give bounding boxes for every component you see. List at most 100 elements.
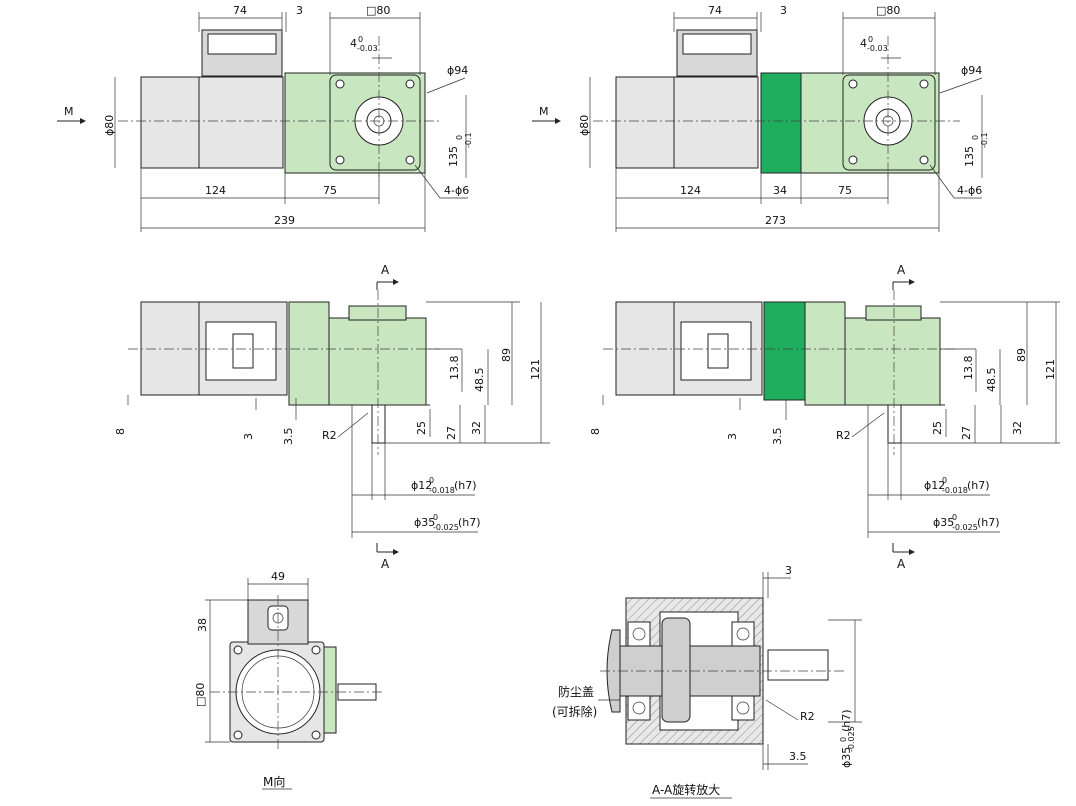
dim-label: ϕ94 [447, 64, 468, 77]
dim-label: ϕ94 [961, 64, 982, 77]
gear-housing-left [804, 301, 846, 406]
view-side-right: A A 8 3 3.5 R2 13.8 48.5 89 121 25 27 32… [589, 263, 1060, 571]
tol-lo: -0.018 [429, 486, 455, 495]
dim-label: 3 [242, 433, 255, 440]
dim-label: 32 [470, 421, 483, 435]
view-m-direction: 49 38 □80 M向 [194, 570, 385, 790]
dim-label: 124 [205, 184, 226, 197]
gear-housing-right [844, 317, 941, 406]
motor-rear [140, 76, 202, 169]
dim-label: 48.5 [985, 368, 998, 393]
dim-label: 124 [680, 184, 701, 197]
tol-up: 0 [429, 476, 434, 485]
dim-label: 3.5 [771, 428, 784, 446]
dim-label: 89 [500, 348, 513, 362]
dim-label: 121 [529, 359, 542, 380]
view-caption: M向 [263, 774, 285, 789]
shaft-extension [767, 649, 829, 681]
motor-rear [140, 301, 202, 396]
dim-label: (h7) [977, 516, 1000, 529]
dim-label: 3.5 [282, 428, 295, 446]
dim-label: (h7) [840, 709, 853, 732]
dim-label: □80 [366, 4, 390, 17]
dim-label: 74 [708, 4, 722, 17]
motor-rear [615, 76, 677, 169]
dim-label: M [64, 105, 74, 118]
dim-label: R2 [322, 429, 337, 442]
view-caption: A-A旋转放大 [652, 782, 720, 797]
section-label: A [381, 263, 390, 277]
dim-label: □80 [876, 4, 900, 17]
view-top-right: M 74 3 □80 4 0 -0.03 ϕ94 ϕ80 135 0 -0.1 … [532, 4, 989, 232]
section-label: A [897, 557, 906, 571]
motor-body [673, 76, 759, 169]
tol-lo: -0.1 [980, 132, 989, 148]
spacer-block [760, 72, 802, 174]
dim-label: 75 [838, 184, 852, 197]
dim-label: 89 [1015, 348, 1028, 362]
dim-label: ϕ80 [103, 115, 116, 136]
gear-wheel [661, 617, 691, 723]
dim-label: (h7) [454, 479, 477, 492]
dim-label: 48.5 [473, 368, 486, 393]
dim-label: 3 [296, 4, 303, 17]
output-shaft [371, 404, 386, 444]
dim-label: ϕ35 [414, 516, 435, 529]
dim-label: 239 [274, 214, 295, 227]
motor-body [198, 76, 284, 169]
dim-label: R2 [836, 429, 851, 442]
dim-label: R2 [800, 710, 815, 723]
dim-label: 27 [445, 426, 458, 440]
dim-label: 13.8 [448, 356, 461, 381]
dim-label: 27 [960, 426, 973, 440]
terminal-plug [232, 333, 254, 369]
terminal-cap [207, 33, 277, 55]
tol-lo: -0.025 [952, 523, 978, 532]
annotation: 防尘盖 [558, 684, 594, 699]
dim-label: (h7) [967, 479, 990, 492]
dim-label: ϕ80 [578, 115, 591, 136]
dim-label: 13.8 [962, 356, 975, 381]
dim-label: 8 [114, 428, 127, 435]
dim-label: 74 [233, 4, 247, 17]
dim-label: 3 [726, 433, 739, 440]
view-top-left: M 74 3 □80 4 0 -0.03 ϕ94 ϕ80 135 0 -0.1 … [57, 4, 473, 232]
dim-label: 3 [780, 4, 787, 17]
bolt-holes [335, 79, 415, 165]
dim-label: 273 [765, 214, 786, 227]
dim-label: 135 [447, 146, 460, 167]
tol-lo: -0.025 [433, 523, 459, 532]
dim-label: ϕ35 [933, 516, 954, 529]
dim-label: 135 [963, 146, 976, 167]
bolt-holes [848, 79, 929, 165]
dim-label: 121 [1044, 359, 1057, 380]
tol-up: 0 [839, 737, 848, 742]
motor-rear [615, 301, 677, 396]
housing-top-boss [348, 305, 407, 321]
dim-label: 3 [785, 564, 792, 577]
bearings [627, 621, 755, 721]
tol-up: 0 [952, 513, 957, 522]
tol-lo: -0.03 [357, 44, 378, 53]
tol-up: 0 [942, 476, 947, 485]
tol-up: 0 [455, 135, 464, 140]
output-shaft [887, 404, 902, 444]
dim-label: ϕ35 [840, 747, 853, 768]
tol-up: 0 [868, 35, 873, 44]
dim-label: 25 [931, 421, 944, 435]
dim-label: 75 [323, 184, 337, 197]
dim-label: 8 [589, 428, 602, 435]
spacer-block [763, 301, 806, 401]
dim-label: ϕ12 [924, 479, 945, 492]
dim-label: 49 [271, 570, 285, 583]
tol-up: 0 [433, 513, 438, 522]
terminal-cap [682, 33, 752, 55]
tol-lo: -0.03 [867, 44, 888, 53]
tol-lo: -0.1 [464, 132, 473, 148]
annotation: (可拆除) [552, 704, 597, 719]
view-side-left: A A 8 3 3.5 R2 13.8 48.5 89 121 25 27 32… [114, 263, 550, 571]
terminal-plug [707, 333, 729, 369]
gear-housing-left [288, 301, 330, 406]
section-label: A [381, 557, 390, 571]
